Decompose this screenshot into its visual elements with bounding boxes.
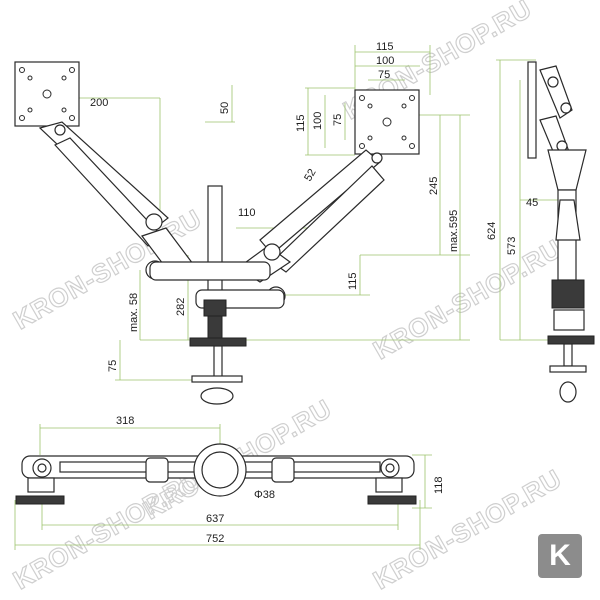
dim-318: 318: [116, 415, 134, 427]
side-view: 624 573 45: [486, 59, 595, 403]
dim-118: 118: [433, 476, 445, 494]
dim-115-height: 115: [295, 114, 307, 132]
front-view: 200 50 115 100 75 115 100 75 52 110 245 …: [14, 41, 501, 405]
dim-115-lower: 115: [347, 272, 359, 290]
dim-45: 45: [526, 197, 538, 209]
dim-52: 52: [302, 167, 319, 184]
top-arm-profile: [15, 443, 417, 505]
dim-max-595: max.595: [448, 210, 460, 252]
front-dimension-lines: [45, 45, 501, 381]
dim-100-width: 100: [376, 55, 394, 67]
dim-752: 752: [206, 533, 224, 545]
dim-75-width: 75: [378, 69, 390, 81]
watermark-layer: KRON-SHOP.RU KRON-SHOP.RU KRON-SHOP.RU K…: [7, 0, 567, 596]
dim-100-height: 100: [312, 112, 324, 130]
top-view: 318 118 637 752 Φ38: [14, 415, 445, 550]
left-vesa-plate: [14, 61, 80, 127]
dim-110: 110: [238, 207, 256, 219]
dim-245: 245: [428, 177, 440, 195]
center-pole: [149, 185, 285, 341]
desk-clamp: [189, 337, 247, 405]
kron-logo-badge: K: [538, 534, 582, 578]
dim-282: 282: [175, 298, 187, 316]
side-arm-profile: [527, 61, 595, 403]
right-vesa-plate: [354, 89, 420, 155]
dim-max-58: max. 58: [128, 293, 140, 332]
dim-50: 50: [219, 102, 231, 114]
watermark-text: KRON-SHOP.RU: [368, 233, 567, 365]
dim-573: 573: [506, 237, 518, 255]
dim-115-width: 115: [376, 41, 394, 53]
dim-phi-38: Φ38: [254, 489, 275, 501]
dim-200: 200: [90, 97, 108, 109]
dim-75-clamp: 75: [107, 360, 119, 372]
dim-637: 637: [206, 513, 224, 525]
side-dimension-lines: [496, 59, 560, 341]
dim-624: 624: [486, 222, 498, 240]
top-dimension-lines: [14, 424, 432, 550]
dim-75-height: 75: [332, 114, 344, 126]
